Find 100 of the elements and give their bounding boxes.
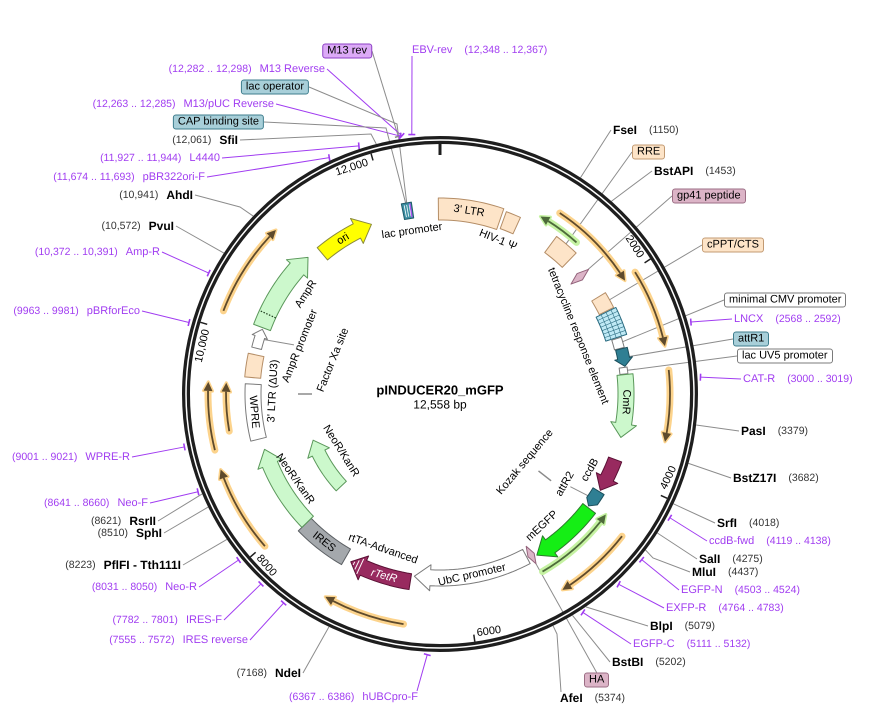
position-label: (5111 .. 5132) [686,638,750,650]
leader-line [638,556,680,590]
leader-line [672,503,716,524]
feature-tag: lac operator [240,80,309,94]
primer-label: EXFP-R [666,602,706,614]
feature-tag: RRE [632,144,666,160]
position-label: (11,674 .. 11,693) [53,171,135,183]
leader-line [609,244,702,300]
position-label: (4437) [728,566,758,578]
promoter-feature [610,335,626,352]
leader-line [240,133,377,144]
primer-label: Neo-F [117,497,148,509]
enzyme-site-label: BlpI [650,620,673,632]
leader-line [224,580,264,620]
position-label: (3682) [788,472,819,484]
leader-line [572,614,610,662]
feature-label: 3' LTR (ΔU3) [265,359,281,423]
primer-label: LNCX [734,313,764,325]
leader-line [416,652,432,692]
leader-line [308,86,408,204]
leader-line [132,442,186,458]
reading-frame [538,214,581,246]
promoter-feature [617,365,630,376]
enzyme-site-label: AfeI [560,692,583,704]
position-label: (4018) [749,517,780,529]
scale-label: 12,000 [334,156,370,179]
scale-label: 6000 [476,623,502,640]
leader-line [182,538,228,566]
feature-label: Factor Xa site [314,326,352,394]
position-label: (12,061) [172,134,212,146]
leader-line [198,556,242,588]
primer-label: pBRforEco [86,305,140,317]
leader-line [622,300,724,342]
feature-label: 3' LTR [452,202,486,220]
reading-frame [219,228,278,315]
promoter-feature [399,200,416,222]
enzyme-site-label: MluI [692,566,716,578]
feature-tag: attR1 [733,332,770,346]
feature-label: UbC promoter [436,562,507,589]
position-label: (1150) [649,124,679,136]
reading-frame [323,595,408,628]
leader-line [585,606,648,626]
leader-line [570,486,588,496]
site-feature [613,345,634,368]
position-label: (8223) [65,559,96,571]
position-label: (2568 .. 2592) [775,313,841,325]
leader-line [264,122,406,204]
leader-line [627,356,738,371]
position-label: (8641 .. 8660) [44,497,110,509]
primer-label: pBR322ori-F [142,171,205,183]
leader-line [250,600,288,640]
enzyme-site-label: SalI [699,553,720,565]
enzyme-site-label: BstZ17I [733,472,776,484]
gene-feature [609,372,638,439]
leader-line [158,493,203,522]
feature-block [590,291,616,317]
promoter-feature [250,327,269,351]
position-label: (5374) [594,692,626,704]
feature-tag: gp41 peptide [672,188,746,204]
position-label: (10,372 .. 10,391) [34,246,118,258]
leader-line [372,50,402,138]
leader-line [688,462,732,478]
leader-line [656,532,698,560]
position-label: (9963 .. 9981) [13,305,79,317]
primer-label: IRES reverse [182,634,248,646]
leader-line [610,170,652,202]
scale-label: 10,000 [192,328,214,364]
position-label: (3000 .. 3019) [787,373,853,385]
position-label: (8510) [98,527,128,539]
feature-label: lac promoter [380,220,444,242]
primer-label: IRES-F [186,614,222,626]
position-label: (12,263 .. 12,285) [92,98,176,110]
feature-tick [296,392,314,396]
feature-label: CmR [619,389,632,415]
enzyme-site-label: SfiI [219,134,238,146]
leader-line [580,608,632,644]
primer-label: WPRE-R [85,451,130,463]
enzyme-site-label: PflFI - Tth111I [104,559,181,571]
site-feature [585,486,606,508]
position-label: (1453) [705,165,736,177]
position-label: (10,572) [102,220,141,232]
enzyme-site-label: BstBI [612,656,644,668]
leader-line [700,372,742,382]
position-label: (12,282 .. 12,298) [168,63,252,75]
reading-frame [660,366,674,444]
enzyme-site-label: AhdI [166,189,193,201]
leader-line [645,550,690,572]
leader-line [696,424,740,432]
reading-frame [220,381,233,435]
primer-label: EGFP-C [633,638,675,650]
feature-label: rTetR [370,566,399,585]
position-label: (5202) [655,656,686,668]
leader-line [194,194,254,217]
position-label: (7168) [236,667,267,679]
enzyme-site-label: NdeI [274,667,301,679]
feature-tag: HA [584,672,610,688]
leader-line [302,626,330,674]
enzyme-site-label: SrfI [717,517,738,529]
gene-feature [256,447,315,529]
feature-label: WPRE [246,394,262,429]
